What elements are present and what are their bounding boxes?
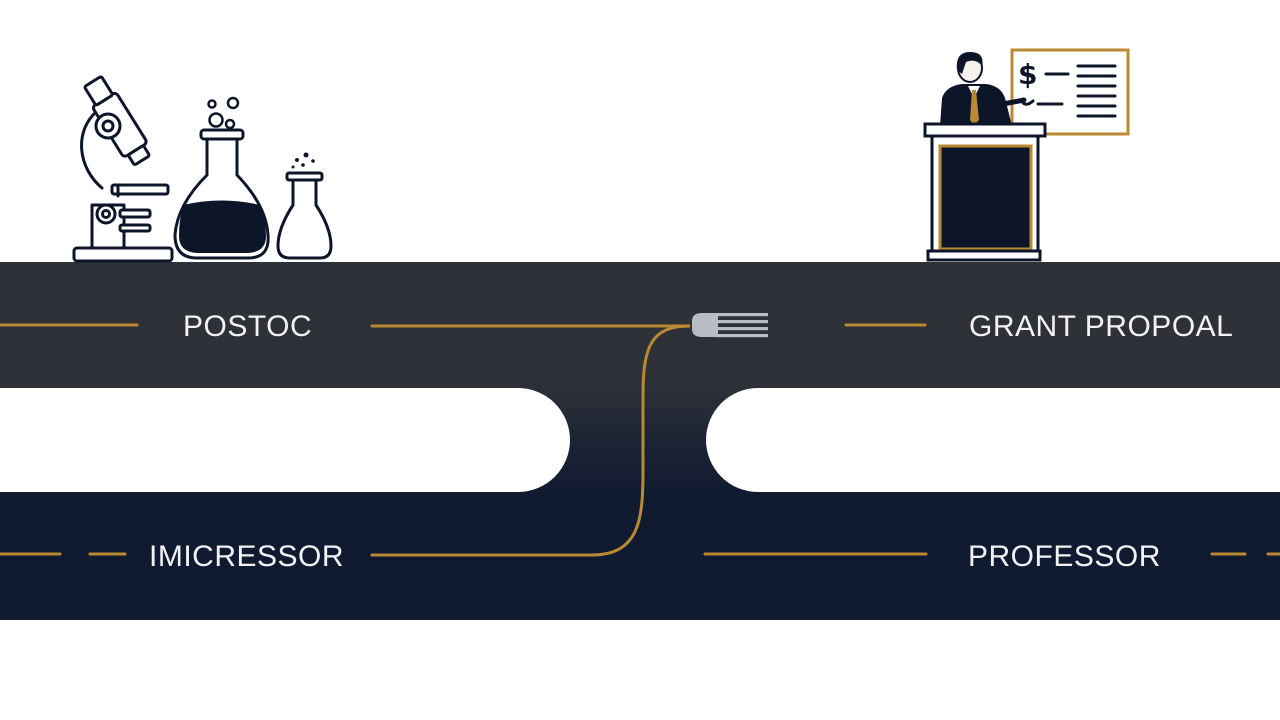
right-island (706, 388, 1280, 492)
grant-board-icon: $ (1010, 48, 1130, 136)
podium-icon (923, 122, 1047, 262)
label-professor: PROFESSOR (968, 540, 1161, 573)
label-micressor: IMICRESSOR (149, 540, 344, 573)
flask-icon (173, 96, 270, 260)
fork-icon (692, 313, 768, 338)
small-flask-icon (276, 152, 333, 260)
left-island (0, 388, 570, 492)
crossover-path (370, 324, 691, 557)
dollar-sign-icon: $ (1018, 58, 1037, 91)
microscope-icon (72, 75, 174, 263)
label-postdoc: POSTOC (183, 310, 312, 343)
label-grant-proposal: GRANT PROPOAL (969, 310, 1233, 343)
speaker-icon (940, 52, 1027, 126)
lane-markings (0, 323, 1280, 557)
